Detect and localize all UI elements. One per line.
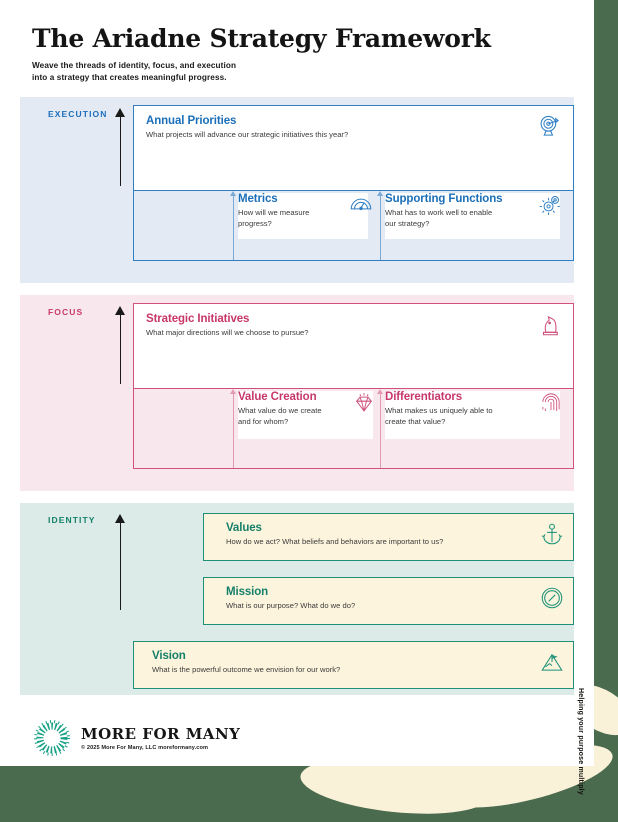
page-subtitle: Weave the threads of identity, focus, an… [32,61,237,83]
card-strategic-initiatives[interactable]: Strategic Initiatives What major directi… [133,302,574,389]
card-question: What is the powerful outcome we envision… [152,664,341,674]
card-annual-priorities[interactable]: Annual Priorities What projects will adv… [133,104,574,191]
band-focus: FOCUS Strategic Initiatives What major d… [20,294,574,491]
band-label-focus: FOCUS [48,306,84,317]
brand-copyright: © 2025 More For Many, LLC moreformany.co… [81,745,209,751]
diamond-icon [351,389,377,415]
card-mission[interactable]: Mission What is our purpose? What do we … [203,576,574,625]
compass-icon [539,585,565,611]
card-title: Values [226,521,262,534]
card-values[interactable]: Values How do we act? What beliefs and b… [203,512,574,561]
starburst-logo-icon [32,718,72,758]
card-question: How do we act? What beliefs and behavior… [226,536,444,546]
progress-arrow-focus [115,305,126,384]
connector-tick-metrics [230,190,237,261]
gauge-icon [348,191,374,217]
progress-arrow-execution [115,107,126,186]
card-differentiators[interactable]: Differentiators What makes us uniquely a… [385,390,560,439]
card-title: Supporting Functions [385,192,503,205]
footer: MORE FOR MANY © 2025 More For Many, LLC … [32,718,240,758]
gears-icon [538,191,564,217]
card-title: Vision [152,649,186,662]
progress-arrow-identity [115,513,126,610]
vertical-tagline: Helping your purpose multiply [577,688,584,795]
card-title: Mission [226,585,269,598]
band-identity: IDENTITY Values How do we act? What beli… [20,502,574,695]
band-execution: EXECUTION Annual Priorities What project… [20,96,574,283]
target-icon [537,114,563,140]
chess-knight-icon [537,312,563,338]
card-question: What makes us uniquely able to create th… [385,405,493,426]
page-title: The Ariadne Strategy Framework [32,24,491,53]
connector-tick-supporting-functions [377,190,384,261]
connector-tick-value-creation [230,388,237,469]
band-label-identity: IDENTITY [48,514,96,525]
card-question: What has to work well to enable our stra… [385,207,493,228]
brand-block: MORE FOR MANY © 2025 More For Many, LLC … [81,725,240,751]
card-vision[interactable]: Vision What is the powerful outcome we e… [133,640,574,689]
card-question: What value do we create and for whom? [238,405,322,426]
card-title: Differentiators [385,390,463,403]
card-question: What major directions will we choose to … [146,327,309,337]
connector-tick-differentiators [377,388,384,469]
brand-name: MORE FOR MANY [81,725,241,743]
card-value-creation[interactable]: Value Creation What value do we create a… [238,390,373,439]
mountain-flag-icon [539,649,565,675]
framework-page: The Ariadne Strategy Framework Weave the… [0,0,594,766]
card-title: Metrics [238,192,278,205]
card-question: What projects will advance our strategic… [146,129,349,139]
band-label-execution: EXECUTION [48,108,108,119]
card-supporting-functions[interactable]: Supporting Functions What has to work we… [385,192,560,239]
card-metrics[interactable]: Metrics How will we measure progress? [238,192,372,239]
card-title: Value Creation [238,390,317,403]
page-header: The Ariadne Strategy Framework Weave the… [0,0,594,85]
card-question: How will we measure progress? [238,207,310,228]
card-title: Annual Priorities [146,114,237,127]
card-question: What is our purpose? What do we do? [226,600,356,610]
anchor-icon [539,521,565,547]
card-title: Strategic Initiatives [146,312,250,325]
fingerprint-icon [538,389,564,415]
